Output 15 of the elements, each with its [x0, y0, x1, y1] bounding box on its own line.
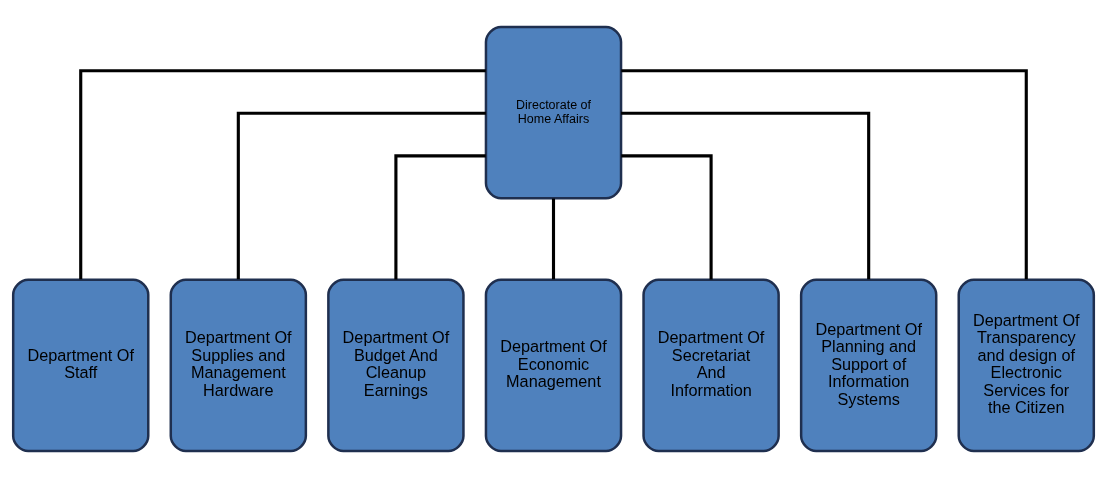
node-box: Department Of Planning and Support of Information Systems	[799, 277, 938, 452]
node-box: Department Of Economic Management	[484, 277, 623, 452]
node-box: Department Of Budget And Cleanup Earnings	[327, 277, 465, 452]
connector	[236, 111, 486, 279]
node-box: Department Of Supplies and Management Hardware	[169, 277, 308, 452]
connector	[621, 111, 871, 279]
node-box: Department Of Staff	[11, 277, 150, 452]
node-box: Department Of Secretariat And Information	[642, 277, 780, 452]
node-box: Department Of Transparency and design of Electronic Services for the Citizen	[957, 277, 1096, 452]
connector	[79, 68, 486, 279]
connector	[621, 68, 1028, 279]
connector	[394, 153, 486, 279]
connector	[551, 198, 556, 279]
connector	[621, 153, 713, 279]
node-box: Directorate of Home Affairs	[484, 25, 623, 200]
